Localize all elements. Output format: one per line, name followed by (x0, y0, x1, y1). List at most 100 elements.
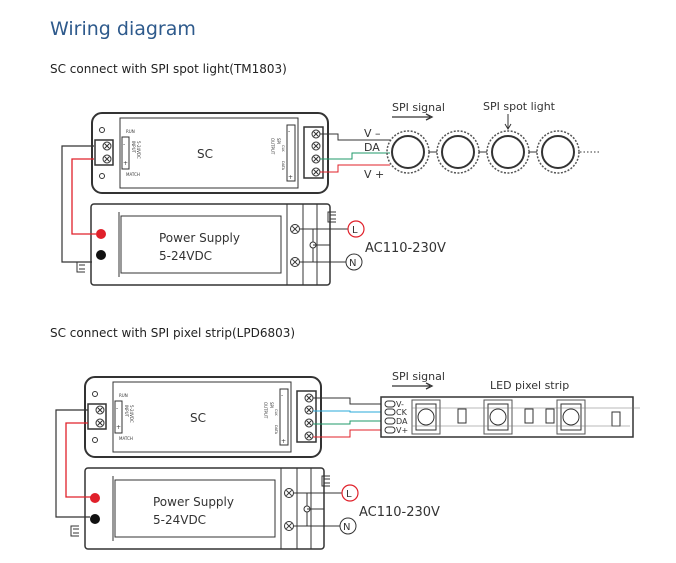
ac-voltage-label: AC110-230V (365, 241, 446, 256)
input-minus: - (116, 405, 118, 412)
output-spi-label: SPI (276, 138, 281, 144)
black-power-wire (55, 409, 90, 518)
vplus-wire (320, 164, 390, 173)
vminus-wire (320, 133, 390, 141)
screw-cross (313, 131, 319, 137)
pointer-arrow (504, 114, 512, 130)
signal-arrow (392, 382, 434, 390)
vplus-label: V + (364, 168, 384, 181)
output-label: OUTPUT (263, 402, 268, 419)
match-button (99, 173, 105, 179)
black-power-wire (61, 145, 94, 263)
screw-cross (313, 156, 319, 162)
input-voltage-label: 5-24VDC (136, 141, 141, 159)
input-plus: + (116, 424, 121, 431)
output-terminal-block (296, 390, 317, 443)
run-label: RUN (119, 393, 128, 398)
da-wire (313, 420, 385, 425)
pixel-chip-frame (483, 399, 513, 435)
led-indicator (92, 391, 98, 397)
pad-label: V- (396, 400, 404, 409)
data-wire (320, 152, 390, 160)
output-minus: - (288, 128, 290, 135)
red-power-wire (65, 422, 92, 498)
input-label: INPUT (124, 405, 129, 418)
controller-name: SC (190, 411, 206, 425)
signal-arrow (392, 113, 434, 121)
n-label: N (343, 522, 350, 533)
data-label: DATA (281, 161, 285, 171)
input-terminal-block (94, 139, 114, 166)
input-voltage-label: 5-24VDC (129, 405, 134, 423)
screw-cross (313, 143, 319, 149)
screw-cross (306, 433, 312, 439)
controller-case (84, 376, 322, 458)
strip-traces (412, 407, 640, 427)
dc-plus-terminal (90, 493, 100, 503)
controller-name: SC (197, 147, 213, 161)
spi-signal-label: SPI signal (392, 370, 445, 383)
controller-case (91, 112, 329, 194)
l-connector (347, 220, 365, 238)
vminus-label: V – (364, 127, 381, 140)
screw-cross (291, 225, 299, 233)
diagram2-heading: SC connect with SPI pixel strip(LPD6803) (50, 326, 296, 340)
n-connector (339, 517, 357, 535)
led-indicator (99, 127, 105, 133)
l-label: L (352, 225, 358, 236)
pixel-led (489, 408, 507, 426)
resistor (457, 408, 467, 424)
screw-cross (291, 258, 299, 266)
spot-light (541, 135, 575, 169)
dc-minus-terminal (90, 514, 100, 524)
spot-light-label: SPI spot light (483, 100, 556, 113)
strip-label: LED pixel strip (490, 379, 569, 392)
mounting-tab (76, 261, 85, 273)
diagram1-heading: SC connect with SPI spot light(TM1803) (50, 62, 287, 76)
screw-cross (306, 395, 312, 401)
red-power-wire (71, 158, 96, 235)
psu-label: Power Supply (153, 495, 234, 509)
ac-voltage-label: AC110-230V (359, 505, 440, 520)
input-terminal-block (87, 403, 107, 430)
spot-light (441, 135, 475, 169)
vminus-wire (313, 397, 385, 405)
screw-cross (104, 156, 110, 162)
resistor (524, 408, 534, 424)
output-terminal-block (303, 126, 324, 179)
da-label: DA (364, 141, 380, 154)
pad-label: DA (396, 417, 408, 426)
controller-label-panel (119, 117, 299, 189)
ck-wire (313, 410, 385, 413)
mounting-tab (321, 475, 330, 487)
screw-cross (104, 143, 110, 149)
screw-cross (285, 522, 293, 530)
psu-voltage: 5-24VDC (153, 513, 206, 527)
output-minus: - (281, 392, 283, 399)
solder-pad (384, 400, 396, 408)
output-label: OUTPUT (270, 138, 275, 155)
solder-pad (384, 417, 396, 425)
match-button (92, 437, 98, 443)
vplus-wire (313, 429, 385, 438)
psu-label-panel (120, 215, 282, 274)
spot-light-ring (536, 130, 580, 174)
psu-label-panel (114, 479, 276, 538)
clk-label: CLK (281, 145, 285, 152)
controller-label-panel (112, 381, 292, 453)
dc-minus-terminal (96, 250, 106, 260)
output-pins (286, 124, 296, 182)
pixel-chip-frame (411, 399, 441, 435)
spot-light (391, 135, 425, 169)
input-label: INPUT (131, 141, 136, 154)
mounting-tab (327, 211, 336, 223)
match-label: MATCH (126, 172, 140, 177)
pixel-chip-frame (556, 399, 586, 435)
input-minus: - (123, 141, 125, 148)
pixel-led (417, 408, 435, 426)
solder-pad (384, 408, 396, 416)
